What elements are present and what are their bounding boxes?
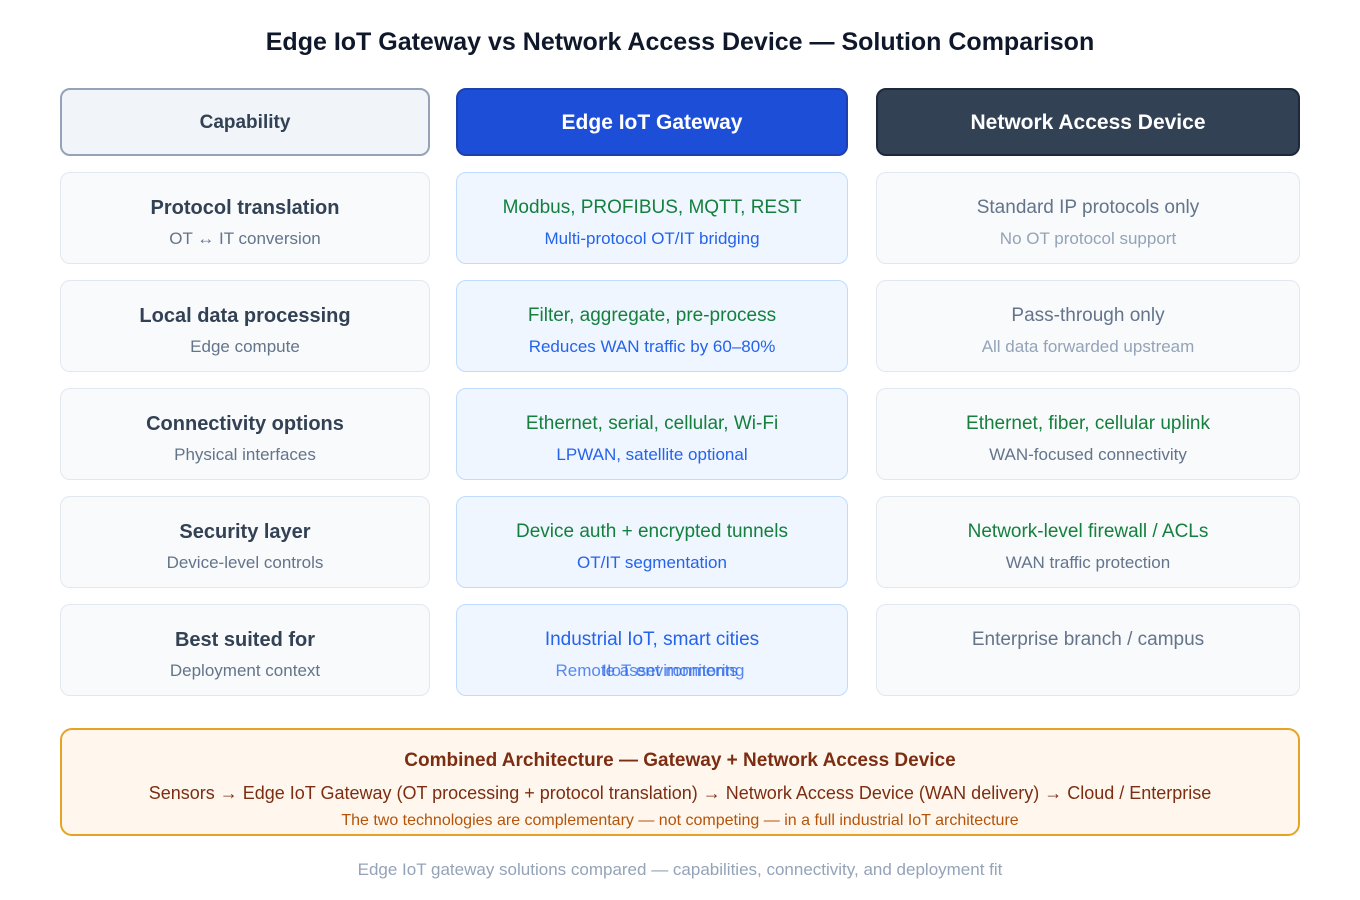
- gateway-detail-a: Remote asset monitoring: [555, 661, 745, 680]
- gateway-detail-b: IIoT environments: [602, 661, 738, 680]
- row-protocol-gateway: Modbus, PROFIBUS, MQTT, REST Multi-proto…: [456, 172, 848, 264]
- capability-title: Protocol translation: [150, 197, 340, 219]
- gateway-detail: LPWAN, satellite optional: [556, 445, 748, 464]
- gateway-value: Ethernet, serial, cellular, Wi-Fi: [525, 413, 779, 434]
- header-edge-iot-gateway: Edge IoT Gateway: [456, 88, 848, 156]
- nad-value: Enterprise branch / campus: [971, 629, 1205, 650]
- nad-value: Standard IP protocols only: [976, 197, 1200, 218]
- row-connectivity-gateway: Ethernet, serial, cellular, Wi-Fi LPWAN,…: [456, 388, 848, 480]
- nad-detail: No OT protocol support: [999, 229, 1177, 248]
- row-bestfit-nad: Enterprise branch / campus: [876, 604, 1300, 696]
- combined-title: Combined Architecture — Gateway + Networ…: [404, 750, 956, 771]
- gateway-detail: Reduces WAN traffic by 60–80%: [528, 337, 776, 356]
- combined-architecture-box: Combined Architecture — Gateway + Networ…: [60, 728, 1300, 836]
- capability-subtitle: Physical interfaces: [174, 445, 316, 464]
- row-security-gateway: Device auth + encrypted tunnels OT/IT se…: [456, 496, 848, 588]
- row-processing-capability: Local data processing Edge compute: [60, 280, 430, 372]
- capability-title: Connectivity options: [146, 413, 344, 435]
- nad-detail: All data forwarded upstream: [981, 337, 1195, 356]
- row-security-nad: Network-level firewall / ACLs WAN traffi…: [876, 496, 1300, 588]
- footer-caption: Edge IoT gateway solutions compared — ca…: [357, 860, 1003, 879]
- row-bestfit-capability: Best suited for Deployment context: [60, 604, 430, 696]
- gateway-detail: OT/IT segmentation: [577, 553, 727, 572]
- row-connectivity-nad: Ethernet, fiber, cellular uplink WAN-foc…: [876, 388, 1300, 480]
- gateway-value: Device auth + encrypted tunnels: [516, 521, 788, 542]
- nad-value: Network-level firewall / ACLs: [967, 521, 1209, 542]
- capability-title: Local data processing: [139, 305, 351, 327]
- header-network-access-device: Network Access Device: [876, 88, 1300, 156]
- page-title: Edge IoT Gateway vs Network Access Devic…: [265, 28, 1095, 56]
- row-processing-gateway: Filter, aggregate, pre-process Reduces W…: [456, 280, 848, 372]
- row-connectivity-capability: Connectivity options Physical interfaces: [60, 388, 430, 480]
- row-protocol-capability: Protocol translation OT ↔ IT conversion: [60, 172, 430, 264]
- nad-value: Ethernet, fiber, cellular uplink: [966, 413, 1210, 434]
- combined-note: The two technologies are complementary —…: [341, 812, 1019, 829]
- header-capability: Capability: [60, 88, 430, 156]
- gateway-value: Filter, aggregate, pre-process: [527, 305, 777, 326]
- row-protocol-nad: Standard IP protocols only No OT protoco…: [876, 172, 1300, 264]
- nad-detail: WAN traffic protection: [1005, 553, 1171, 572]
- capability-subtitle: OT ↔ IT conversion: [169, 229, 321, 248]
- gateway-detail: Multi-protocol OT/IT bridging: [544, 229, 760, 248]
- capability-subtitle: Deployment context: [169, 661, 321, 680]
- row-security-capability: Security layer Device-level controls: [60, 496, 430, 588]
- capability-subtitle: Edge compute: [190, 337, 300, 356]
- gateway-value: Modbus, PROFIBUS, MQTT, REST: [502, 197, 802, 218]
- nad-value: Pass-through only: [1011, 305, 1165, 326]
- row-processing-nad: Pass-through only All data forwarded ups…: [876, 280, 1300, 372]
- capability-title: Security layer: [179, 521, 311, 543]
- capability-subtitle: Device-level controls: [166, 553, 324, 572]
- row-bestfit-gateway: Industrial IoT, smart cities Remote asse…: [456, 604, 848, 696]
- nad-detail: WAN-focused connectivity: [989, 445, 1187, 464]
- gateway-value: Industrial IoT, smart cities: [544, 629, 760, 650]
- capability-title: Best suited for: [174, 629, 316, 651]
- combined-flow: Sensors → Edge IoT Gateway (OT processin…: [148, 783, 1212, 803]
